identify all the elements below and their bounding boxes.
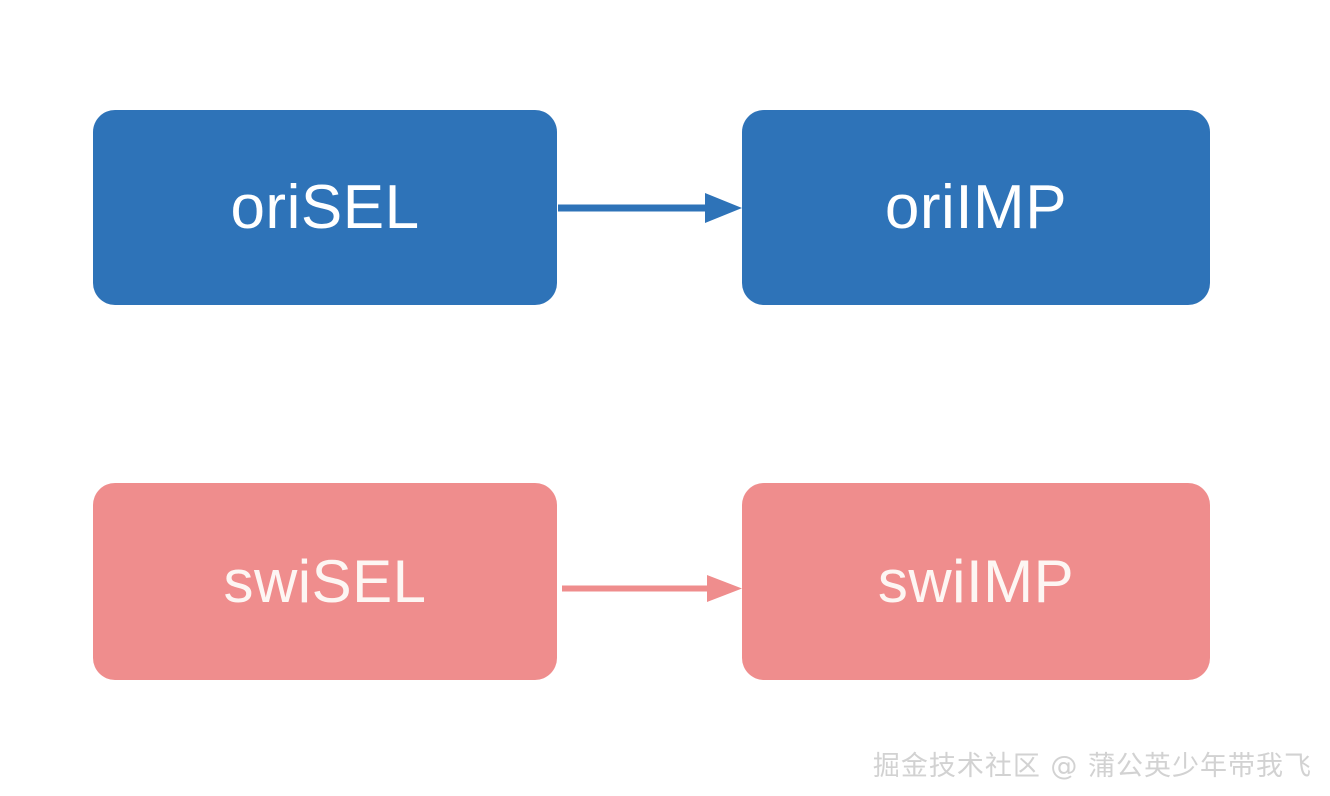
node-swiimp[interactable]: swiIMP xyxy=(742,483,1210,680)
watermark-text: 掘金技术社区 @ 蒲公英少年带我飞 xyxy=(872,751,1312,782)
arrow-blue-icon xyxy=(558,193,742,223)
node-swisel[interactable]: swiSEL xyxy=(93,483,557,680)
node-oriimp[interactable]: oriIMP xyxy=(742,110,1210,305)
arrow-pink-icon xyxy=(562,575,742,602)
node-swiimp-label: swiIMP xyxy=(877,547,1075,615)
node-oriimp-label: oriIMP xyxy=(884,172,1068,242)
node-orisel[interactable]: oriSEL xyxy=(93,110,557,305)
arrow-orisel-to-oriimp xyxy=(552,178,752,238)
node-orisel-label: oriSEL xyxy=(230,172,420,242)
node-swisel-label: swiSEL xyxy=(223,547,427,615)
arrow-swisel-to-swiimp xyxy=(552,558,752,618)
